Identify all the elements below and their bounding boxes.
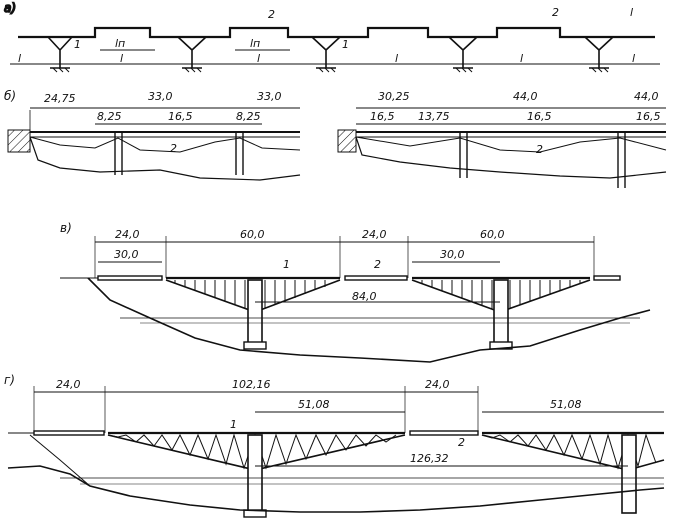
svg-text:24,75: 24,75 (44, 92, 76, 105)
svg-text:8,25: 8,25 (97, 110, 122, 123)
panel-b-left-dims: 24,75 33,0 33,0 8,25 16,5 8,25 2 (44, 90, 282, 155)
svg-text:2: 2 (374, 258, 381, 271)
svg-text:126,32: 126,32 (410, 452, 449, 465)
svg-text:44,0: 44,0 (634, 90, 659, 103)
svg-text:l: l (520, 52, 523, 65)
svg-text:1: 1 (283, 258, 290, 271)
svg-text:16,5: 16,5 (370, 110, 395, 123)
panel-g-drawing (7, 386, 665, 518)
svg-text:16,5: 16,5 (527, 110, 552, 123)
pier-supports (47, 36, 614, 73)
svg-text:2: 2 (552, 6, 559, 19)
svg-text:l: l (630, 6, 633, 19)
svg-text:16,5: 16,5 (636, 110, 661, 123)
panel-v-letter: в) (60, 221, 72, 235)
panel-a: а) (3, 0, 660, 73)
svg-text:24,0: 24,0 (425, 378, 450, 391)
panel-g-dims: 24,0 102,16 24,0 51,08 51,08 126,32 1 2 (56, 378, 582, 465)
svg-text:l: l (120, 52, 123, 65)
svg-text:30,0: 30,0 (440, 248, 465, 261)
svg-text:33,0: 33,0 (148, 90, 173, 103)
svg-text:l: l (395, 52, 398, 65)
svg-text:33,0: 33,0 (257, 90, 282, 103)
svg-text:2: 2 (268, 8, 275, 21)
panel-v-dims: 24,0 60,0 24,0 60,0 30,0 30,0 84,0 1 2 (114, 228, 505, 303)
panel-a-letter: а) (4, 1, 16, 15)
svg-text:1: 1 (230, 418, 237, 431)
svg-text:l: l (257, 52, 260, 65)
panel-v-drawing (60, 236, 651, 363)
panel-g-letter: г) (4, 373, 15, 387)
panel-a-dimensions (10, 49, 660, 65)
svg-text:lп: lп (115, 37, 125, 50)
svg-text:16,5: 16,5 (168, 110, 193, 123)
svg-text:lп: lп (250, 37, 260, 50)
svg-text:1: 1 (74, 38, 81, 51)
panel-b-right (337, 107, 667, 188)
svg-text:24,0: 24,0 (56, 378, 81, 391)
svg-text:l: l (18, 52, 21, 65)
panel-a-labels: l 1 l lп 2 l lп l 1 l l 2 l (18, 6, 635, 65)
svg-text:51,08: 51,08 (298, 398, 330, 411)
svg-text:60,0: 60,0 (480, 228, 505, 241)
svg-text:13,75: 13,75 (418, 110, 450, 123)
scheme-beam (18, 26, 655, 39)
svg-text:60,0: 60,0 (240, 228, 265, 241)
panel-b-left (7, 107, 301, 181)
svg-text:l: l (632, 52, 635, 65)
svg-text:84,0: 84,0 (352, 290, 377, 303)
svg-text:2: 2 (458, 436, 465, 449)
svg-text:2: 2 (170, 142, 177, 155)
panel-b-letter: б) (4, 89, 16, 103)
svg-text:51,08: 51,08 (550, 398, 582, 411)
svg-text:30,0: 30,0 (114, 248, 139, 261)
svg-text:1: 1 (342, 38, 349, 51)
svg-text:24,0: 24,0 (362, 228, 387, 241)
panel-b-right-dims: 30,25 44,0 44,0 16,5 13,75 16,5 16,5 2 (370, 90, 661, 156)
svg-text:102,16: 102,16 (232, 378, 271, 391)
svg-text:8,25: 8,25 (236, 110, 261, 123)
svg-text:44,0: 44,0 (513, 90, 538, 103)
svg-text:24,0: 24,0 (115, 228, 140, 241)
svg-text:2: 2 (536, 143, 543, 156)
svg-text:30,25: 30,25 (378, 90, 410, 103)
